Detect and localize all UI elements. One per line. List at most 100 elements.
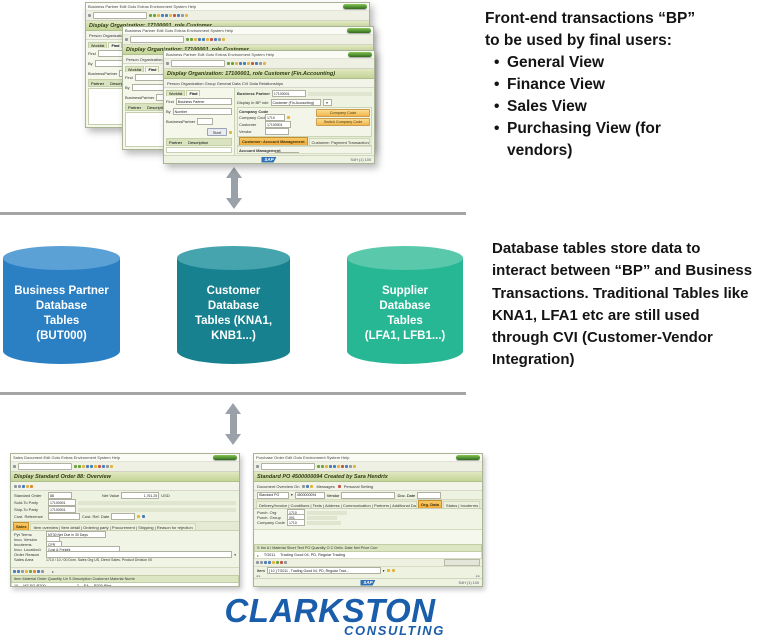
- po-header-row: Standard PO▾ 4500000094 Vendor Doc. Date: [254, 491, 482, 500]
- bullet-item: •Purchasing View (for vendors): [485, 118, 765, 162]
- by-field: Number: [172, 108, 232, 115]
- front-end-note: Front-end transactions “BP” to be used b…: [485, 8, 765, 162]
- item-grid-row: 10 MZ-FG-R200 2 EA R200 Bike: [11, 583, 239, 586]
- menu-bar: Business Partner Edit Goto Extras Enviro…: [86, 3, 369, 11]
- customer-tabs: Customer: Account Management Customer: P…: [237, 137, 372, 146]
- po-grid-row: ▸ TG011 Trading Good 04, PD, Regular Tra…: [254, 552, 482, 559]
- cylinder-supplier-tables: Supplier Database Tables (LFA1, LFB1...): [347, 246, 463, 364]
- tabs-other: Customer: Payment Transactions | Custome…: [308, 138, 370, 145]
- menu-items: Business Partner Edit Goto Extras Enviro…: [166, 52, 275, 57]
- system-toolbar: [254, 462, 482, 472]
- add-planning-button: [444, 559, 480, 566]
- bullet-item: •Sales View: [485, 96, 765, 118]
- cylinder-customer-tables: Customer Database Tables (KNA1, KNB1...): [177, 246, 290, 364]
- vendor-field: [341, 491, 396, 499]
- toolbar-icons: [317, 465, 356, 468]
- command-field: [130, 36, 184, 43]
- bp-number-field: [197, 118, 214, 125]
- system-info: S4H (1) 100: [458, 580, 479, 585]
- note-line: Front-end transactions “BP”: [485, 10, 696, 27]
- menu-bar: Business Partner Edit Goto Extras Enviro…: [164, 51, 374, 59]
- system-toolbar: [164, 59, 374, 69]
- cylinder-label: Supplier Database Tables (LFA1, LFB1...): [364, 285, 446, 342]
- bidirectional-arrow-bottom: [224, 403, 242, 445]
- window-control-button: [343, 4, 367, 9]
- item-selector-row: Item [ 10 ] TG011 , Trading Good 04, PD,…: [254, 566, 482, 574]
- spacer-panel: [254, 530, 482, 544]
- status-bar: SAP S4H (1) 100: [254, 578, 482, 586]
- menu-bar: Sales Document Edit Goto Extras Environm…: [11, 454, 239, 462]
- switch-company-code-button: Switch Company Code: [316, 118, 370, 126]
- dropdown-arrow-icon: ▾: [322, 99, 332, 106]
- application-toolbar: Person Organization Group General Data C…: [164, 79, 374, 88]
- menu-items: Sales Document Edit Goto Extras Environm…: [13, 455, 120, 460]
- bullet-icon: •: [494, 76, 500, 93]
- sales-order-window: Sales Document Edit Goto Extras Environm…: [10, 453, 240, 587]
- bullet-icon: •: [494, 98, 500, 115]
- bullet-icon: •: [494, 54, 500, 71]
- sap-logo: SAP: [261, 156, 277, 163]
- command-field: [18, 463, 72, 470]
- cylinder-top: [347, 246, 463, 270]
- tabs-other: Item overview | Item detail | Ordering p…: [30, 523, 196, 530]
- toolbar-icons: [74, 465, 113, 468]
- purchase-order-window: Purchase Order Edit Goto Environment Sys…: [253, 453, 483, 587]
- note-line: to be used by final users:: [485, 32, 672, 49]
- menu-items: Business Partner Edit Goto Extras Enviro…: [88, 4, 197, 9]
- po-number-field: 4500000094: [294, 491, 325, 499]
- bp-detail-area: Business Partner 17100001 Display in BP …: [235, 88, 374, 155]
- po-tabs: Delivery/Invoice | Conditions | Texts | …: [254, 500, 482, 509]
- start-button: Start: [207, 128, 227, 136]
- bullet-item: •Finance View: [485, 74, 765, 96]
- divider-line-bottom: [0, 392, 466, 395]
- find-field: Business Partner: [175, 98, 232, 105]
- tabs-before: Delivery/Invoice | Conditions | Texts | …: [256, 501, 417, 508]
- item-selector: [ 10 ] TG011 , Trading Good 04, PD, Regu…: [266, 567, 381, 574]
- window-control-button: [456, 455, 480, 460]
- window-title: Display Standard Order 88: Overview: [11, 472, 239, 482]
- system-toolbar: [11, 462, 239, 472]
- cylinder-label: Customer Database Tables (KNA1, KNB1...): [194, 285, 273, 342]
- menu-bar: Business Partner Edit Goto Extras Enviro…: [123, 27, 373, 35]
- tab-sales: Sales: [13, 522, 30, 530]
- window-control-button: [213, 455, 237, 460]
- logo-subtitle: CONSULTING: [344, 623, 445, 638]
- database-tables-note: Database tables store data to interact b…: [492, 240, 753, 369]
- order-tabs: Sales Item overview | Item detail | Orde…: [11, 522, 239, 531]
- clarkston-logo: CLARKSTON CONSULTING: [200, 594, 460, 638]
- window-control-button: [348, 52, 372, 57]
- cylinder-body: [3, 258, 120, 364]
- toolbar-icons: [227, 62, 266, 65]
- net-value-field: 1,761.25: [121, 492, 160, 499]
- doc-type-select: Standard PO: [257, 491, 289, 499]
- cylinder-business-partner-tables: Business Partner Database Tables (BUT000…: [3, 246, 120, 364]
- divider-line-top: [0, 212, 466, 215]
- application-toolbar: [11, 482, 239, 491]
- tab-org-data: Org. Data: [417, 500, 442, 508]
- cylinder-body: [177, 258, 290, 364]
- doc-date-field: [417, 491, 442, 499]
- worklist: [166, 147, 232, 153]
- po-grid-header: S Itm A I Material Short Text PO Quantit…: [254, 544, 482, 552]
- menu-items: Purchase Order Edit Goto Environment Sys…: [256, 455, 350, 460]
- sap-logo: SAP: [360, 579, 376, 586]
- sap-window-front: Business Partner Edit Goto Extras Enviro…: [163, 50, 375, 164]
- item-grid-toolbar: ▸: [11, 568, 239, 575]
- menu-bar: Purchase Order Edit Goto Environment Sys…: [254, 454, 482, 462]
- account-management-panel: Account Management Reconciliation acctTr…: [237, 146, 372, 154]
- window-title: Standard PO 4500000094 Created by Sara H…: [254, 472, 482, 482]
- business-partner-field: 17100001: [271, 90, 306, 97]
- cylinder-top: [3, 246, 120, 270]
- po-grid-toolbar: [254, 559, 482, 566]
- command-field: [93, 12, 147, 19]
- window-title: Display Organization: 17100001, role Cus…: [164, 69, 374, 79]
- cylinder-label: Business Partner Database Tables (BUT000…: [14, 285, 109, 342]
- bidirectional-arrow-top: [225, 167, 243, 209]
